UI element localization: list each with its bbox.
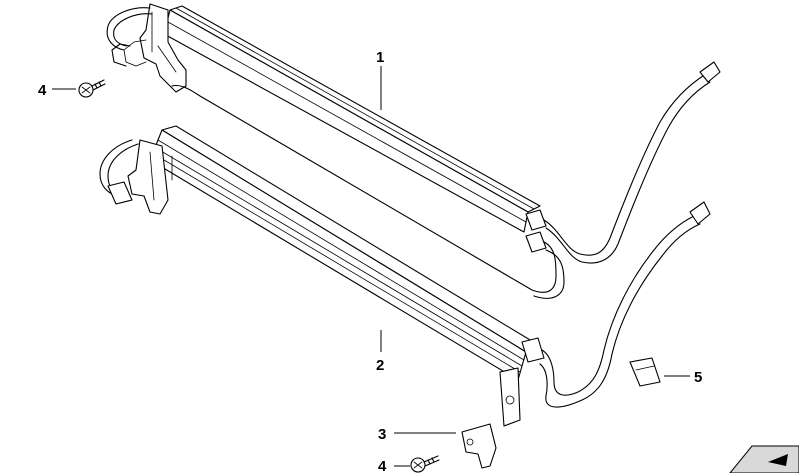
part-1-upper-cooler <box>106 3 721 299</box>
part-2-lower-cooler <box>99 125 711 427</box>
callout-4-upper: 4 <box>38 82 47 99</box>
part-4-screw-lower <box>394 455 440 473</box>
part-5-clip <box>629 357 690 387</box>
part-4-screw-upper <box>52 79 106 98</box>
callout-4-lower: 4 <box>378 458 387 473</box>
callout-1: 1 <box>376 49 384 66</box>
part-3-bracket <box>394 423 497 469</box>
callout-3: 3 <box>378 426 386 443</box>
corner-tag <box>729 445 799 473</box>
callout-5: 5 <box>694 369 702 386</box>
callout-2: 2 <box>376 357 384 374</box>
